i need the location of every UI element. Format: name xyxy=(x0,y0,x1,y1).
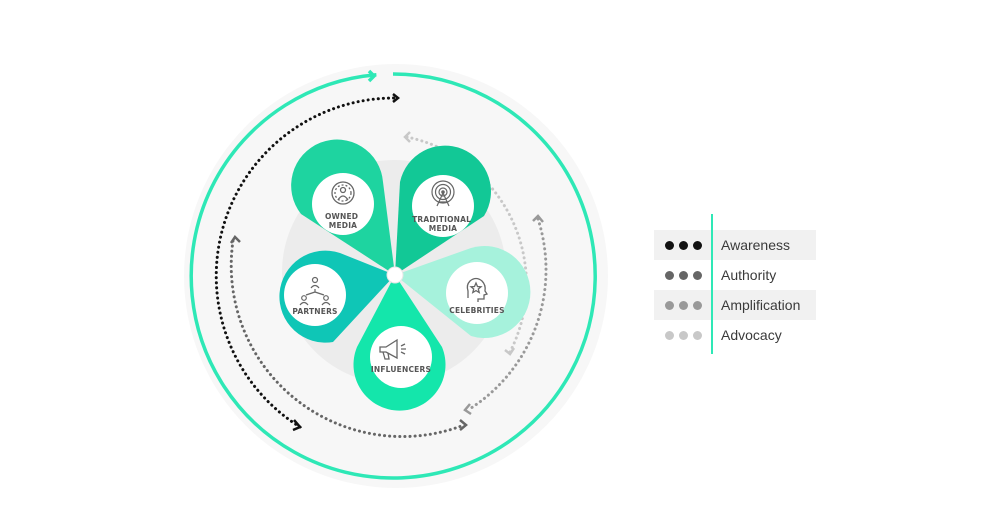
outer-ring-arrow xyxy=(367,69,377,83)
authority-arrow-icon xyxy=(459,419,468,431)
authority-arc xyxy=(229,239,466,439)
awareness-arrow-icon xyxy=(292,419,303,432)
center-hub xyxy=(386,266,404,284)
legend-dot xyxy=(678,300,688,310)
label-traditional-media: TRADITIONAL MEDIA xyxy=(412,215,474,233)
label-influencers: INFLUENCERS xyxy=(371,365,431,374)
amplification-arc xyxy=(466,217,548,412)
legend-dot xyxy=(664,330,674,340)
label-traditional-media-line1: TRADITIONAL xyxy=(412,215,471,224)
petal-traditional-media xyxy=(395,145,491,275)
label-owned-media: OWNED MEDIA xyxy=(325,212,361,230)
legend-label-amplification: Amplification xyxy=(721,297,801,313)
legend-dot xyxy=(692,300,702,310)
legend-dot xyxy=(678,240,688,250)
legend-item-amplification: Amplification xyxy=(654,290,816,320)
legend-dot xyxy=(692,240,702,250)
legend: Awareness Authority Amplification Advoca… xyxy=(654,214,816,354)
advocacy-arrow-icon xyxy=(403,131,411,143)
megaphone-icon xyxy=(379,338,406,360)
star-head-icon xyxy=(466,277,489,302)
legend-dots-awareness xyxy=(654,240,712,250)
label-partners: PARTNERS xyxy=(292,307,337,316)
authority-arrow-icon xyxy=(229,235,241,244)
network-people-icon xyxy=(299,276,331,306)
legend-dots-amplification xyxy=(654,300,712,310)
advocacy-arrow-icon xyxy=(504,347,516,356)
legend-dot xyxy=(692,270,702,280)
legend-item-advocacy: Advocacy xyxy=(654,320,816,350)
legend-dot xyxy=(678,270,688,280)
label-traditional-media-line2: MEDIA xyxy=(429,224,457,233)
awareness-arrow-icon xyxy=(392,93,401,103)
label-owned-media-line1: OWNED xyxy=(325,212,358,221)
amplification-arrow-icon xyxy=(463,403,472,416)
label-owned-media-line2: MEDIA xyxy=(329,221,357,230)
legend-item-authority: Authority xyxy=(654,260,816,290)
legend-dots-advocacy xyxy=(654,330,712,340)
legend-item-awareness: Awareness xyxy=(654,230,816,260)
legend-dot xyxy=(664,300,674,310)
broadcast-tower-icon xyxy=(431,180,455,207)
legend-label-awareness: Awareness xyxy=(721,237,791,253)
legend-dot xyxy=(692,330,702,340)
petal-partners xyxy=(279,250,395,343)
person-circle-icon xyxy=(331,181,355,205)
legend-label-authority: Authority xyxy=(721,267,777,283)
petal-celebrities xyxy=(395,246,531,339)
legend-dots-authority xyxy=(654,270,712,280)
legend-divider xyxy=(711,214,713,354)
label-celebrities: CELEBRITIES xyxy=(449,306,504,315)
legend-dot xyxy=(678,330,688,340)
advocacy-arc xyxy=(405,135,528,354)
awareness-arc xyxy=(214,96,396,429)
petal-influencers xyxy=(353,275,446,411)
legend-dot xyxy=(664,240,674,250)
outer-ring xyxy=(189,72,597,480)
legend-label-advocacy: Advocacy xyxy=(721,327,782,343)
legend-dot xyxy=(664,270,674,280)
amplification-arrow-icon xyxy=(532,214,544,223)
